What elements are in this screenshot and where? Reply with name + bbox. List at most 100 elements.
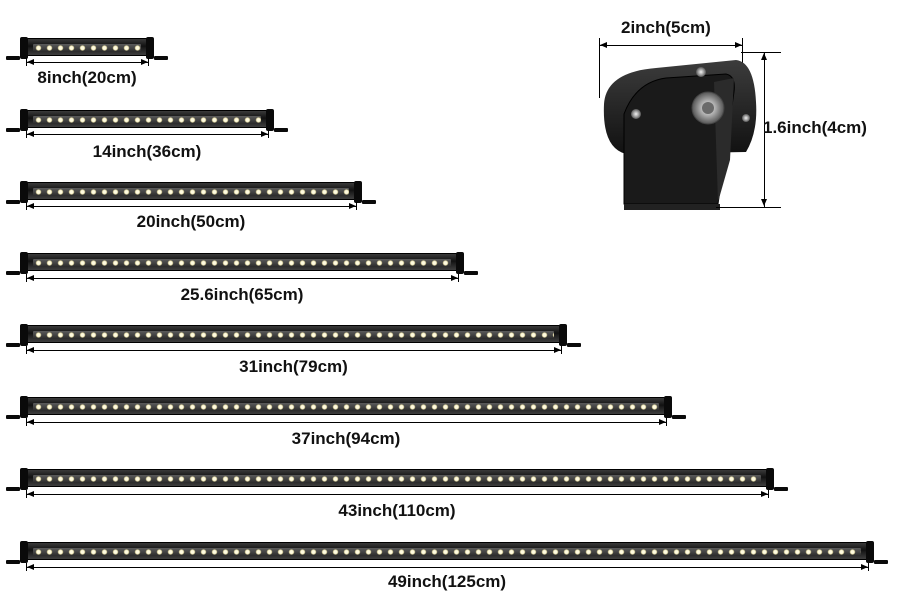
dimension-tick-right bbox=[768, 490, 769, 498]
dimension-tick-right bbox=[868, 563, 869, 571]
dimension-tick-left bbox=[26, 490, 27, 498]
end-cap-right bbox=[559, 324, 567, 346]
arrow-left-icon bbox=[27, 203, 34, 209]
size-label: 25.6inch(65cm) bbox=[180, 285, 304, 304]
mount-foot-right bbox=[362, 200, 376, 204]
dimension-line bbox=[26, 134, 268, 135]
arrow-left-icon bbox=[27, 59, 34, 65]
arrow-left-icon bbox=[600, 42, 607, 48]
led-lens bbox=[33, 548, 861, 556]
arrow-up-icon bbox=[761, 53, 767, 60]
mount-foot-left bbox=[6, 128, 20, 132]
dimension-line bbox=[26, 350, 561, 351]
bracket-height-label: 1.6inch(4cm) bbox=[763, 118, 867, 137]
dimension-line bbox=[26, 567, 868, 568]
dimension-line bbox=[26, 422, 666, 423]
led-lens bbox=[33, 44, 141, 52]
mount-foot-right bbox=[774, 487, 788, 491]
end-cap-left bbox=[20, 181, 28, 203]
size-label: 20inch(50cm) bbox=[136, 212, 246, 231]
bracket-closeup: 2inch(5cm) 1.6inch(4c bbox=[596, 18, 896, 213]
mount-foot-left bbox=[6, 343, 20, 347]
led-lens bbox=[33, 331, 554, 339]
end-cap-right bbox=[866, 541, 874, 563]
size-label: 43inch(110cm) bbox=[338, 501, 456, 520]
light-bar-body bbox=[20, 109, 274, 131]
end-cap-right bbox=[146, 37, 154, 59]
size-label: 31inch(79cm) bbox=[239, 357, 348, 376]
bracket-height-line bbox=[764, 52, 765, 207]
led-lens bbox=[33, 259, 451, 267]
arrow-down-icon bbox=[761, 199, 767, 206]
mount-foot-left bbox=[6, 56, 20, 60]
mount-foot-left bbox=[6, 271, 20, 275]
bracket-width-label: 2inch(5cm) bbox=[621, 18, 711, 37]
size-label: 14inch(36cm) bbox=[92, 142, 202, 161]
dimension-tick-right bbox=[666, 418, 667, 426]
mount-foot-right bbox=[154, 56, 168, 60]
dimension-tick-left bbox=[26, 346, 27, 354]
dimension-line bbox=[26, 278, 458, 279]
led-lens bbox=[33, 475, 761, 483]
dimension-tick-right bbox=[356, 202, 357, 210]
led-lens bbox=[33, 403, 659, 411]
arrow-right-icon bbox=[349, 203, 356, 209]
arrow-left-icon bbox=[27, 131, 34, 137]
bracket-width-ext-left bbox=[599, 38, 600, 98]
arrow-left-icon bbox=[27, 564, 34, 570]
led-lens bbox=[33, 188, 349, 196]
arrow-right-icon bbox=[861, 564, 868, 570]
mount-foot-left bbox=[6, 560, 20, 564]
dimension-tick-right bbox=[268, 130, 269, 138]
arrow-left-icon bbox=[27, 347, 34, 353]
mount-foot-left bbox=[6, 415, 20, 419]
arrow-left-icon bbox=[27, 491, 34, 497]
size-label: 49inch(125cm) bbox=[387, 572, 507, 591]
end-cap-right bbox=[766, 468, 774, 490]
dimension-line bbox=[26, 62, 148, 63]
light-bar-body bbox=[20, 252, 464, 274]
dimension-tick-left bbox=[26, 202, 27, 210]
end-cap-left bbox=[20, 468, 28, 490]
end-cap-right bbox=[456, 252, 464, 274]
dimension-line bbox=[26, 206, 356, 207]
light-bar-body bbox=[20, 396, 672, 418]
dimension-tick-left bbox=[26, 58, 27, 66]
bracket-height-ext-bottom bbox=[716, 207, 781, 208]
end-cap-left bbox=[20, 252, 28, 274]
bracket-height-ext-top bbox=[741, 52, 781, 53]
light-bar-body bbox=[20, 468, 774, 490]
end-cap-left bbox=[20, 324, 28, 346]
bracket-width-line bbox=[599, 45, 742, 46]
mount-foot-left bbox=[6, 200, 20, 204]
arrow-left-icon bbox=[27, 419, 34, 425]
mount-foot-right bbox=[274, 128, 288, 132]
end-cap-left bbox=[20, 396, 28, 418]
dimension-tick-left bbox=[26, 563, 27, 571]
dimension-tick-left bbox=[26, 130, 27, 138]
dimension-line bbox=[26, 494, 768, 495]
light-bar-body bbox=[20, 181, 362, 203]
mount-foot-left bbox=[6, 487, 20, 491]
end-cap-right bbox=[664, 396, 672, 418]
arrow-left-icon bbox=[27, 275, 34, 281]
dimension-tick-right bbox=[561, 346, 562, 354]
end-cap-left bbox=[20, 109, 28, 131]
dimension-tick-left bbox=[26, 418, 27, 426]
arrow-right-icon bbox=[735, 42, 742, 48]
mount-foot-right bbox=[567, 343, 581, 347]
dimension-tick-right bbox=[148, 58, 149, 66]
size-label: 8inch(20cm) bbox=[37, 68, 137, 87]
bracket-width-ext-right bbox=[742, 38, 743, 78]
mount-foot-right bbox=[874, 560, 888, 564]
end-cap-right bbox=[266, 109, 274, 131]
led-lens bbox=[33, 116, 261, 124]
dimension-tick-right bbox=[458, 274, 459, 282]
size-label: 37inch(94cm) bbox=[291, 429, 401, 448]
end-cap-left bbox=[20, 541, 28, 563]
mount-foot-right bbox=[672, 415, 686, 419]
arrow-right-icon bbox=[761, 491, 768, 497]
dimension-tick-left bbox=[26, 274, 27, 282]
light-bar-body bbox=[20, 541, 874, 563]
bracket-image bbox=[603, 60, 757, 210]
